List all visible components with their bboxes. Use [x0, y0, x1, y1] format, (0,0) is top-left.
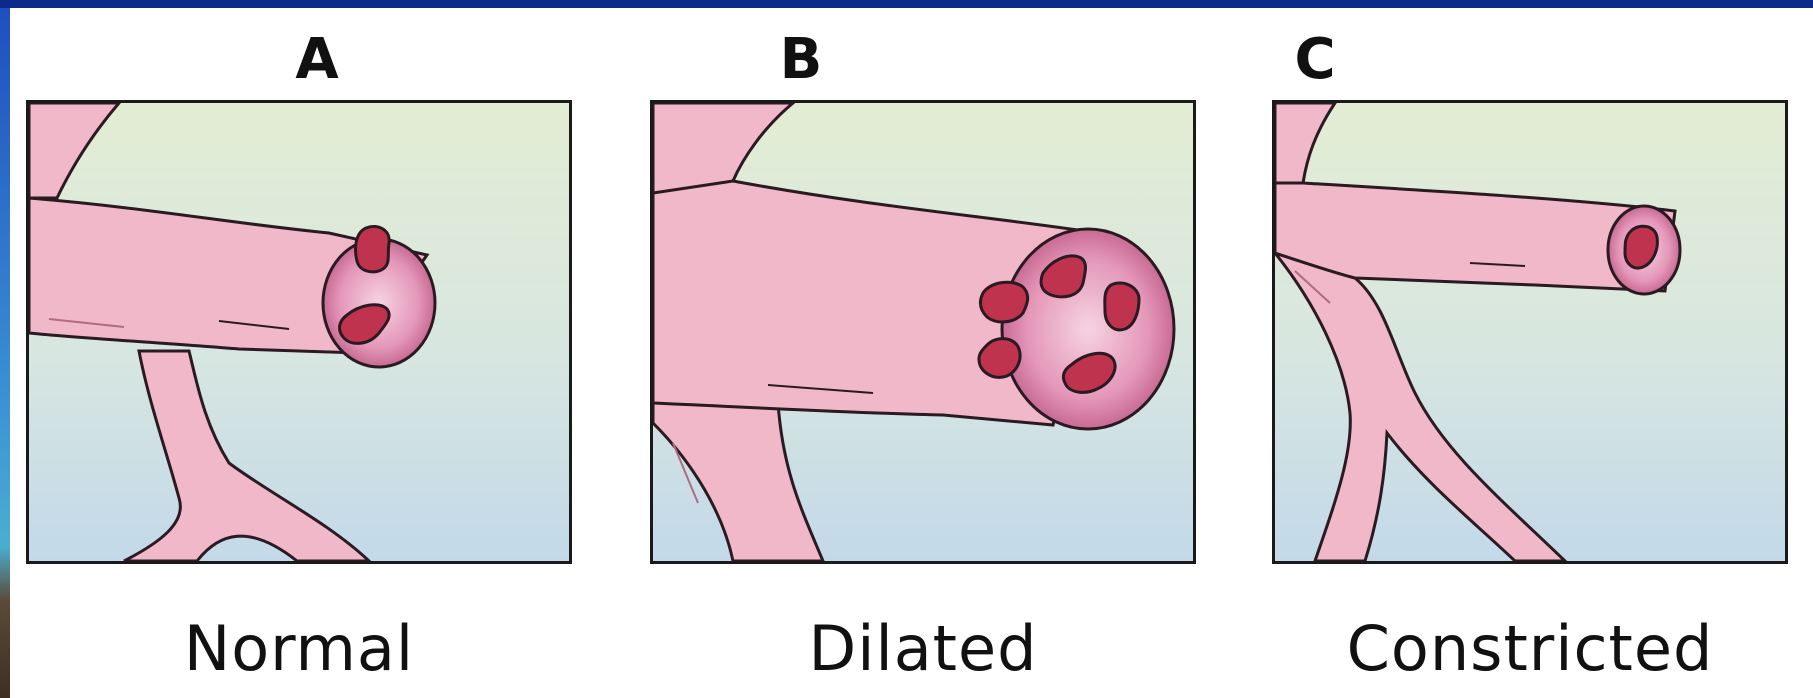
panel-a-normal-vessel — [26, 100, 572, 564]
panel-c-caption: Constricted — [1300, 613, 1760, 685]
panel-a-caption: Normal — [69, 613, 529, 685]
panel-c-constricted-vessel — [1272, 100, 1788, 564]
red-blood-cell-icon — [1105, 283, 1139, 330]
red-blood-cell-icon — [980, 282, 1027, 322]
panel-b-caption: Dilated — [693, 613, 1153, 685]
panel-a-letter: A — [257, 30, 377, 90]
panel-c-letter: C — [1255, 30, 1375, 90]
slide-canvas: A — [10, 8, 1813, 698]
panel-b-letter: B — [741, 30, 861, 90]
panel-b-dilated-vessel — [650, 100, 1196, 564]
vessel-illustration-normal — [29, 103, 569, 561]
red-blood-cell-icon — [356, 226, 390, 271]
vessel-illustration-dilated — [653, 103, 1193, 561]
vessel-illustration-constricted — [1275, 103, 1785, 561]
slide-side-accent — [0, 8, 10, 698]
panel-b-lumen — [1002, 229, 1174, 429]
